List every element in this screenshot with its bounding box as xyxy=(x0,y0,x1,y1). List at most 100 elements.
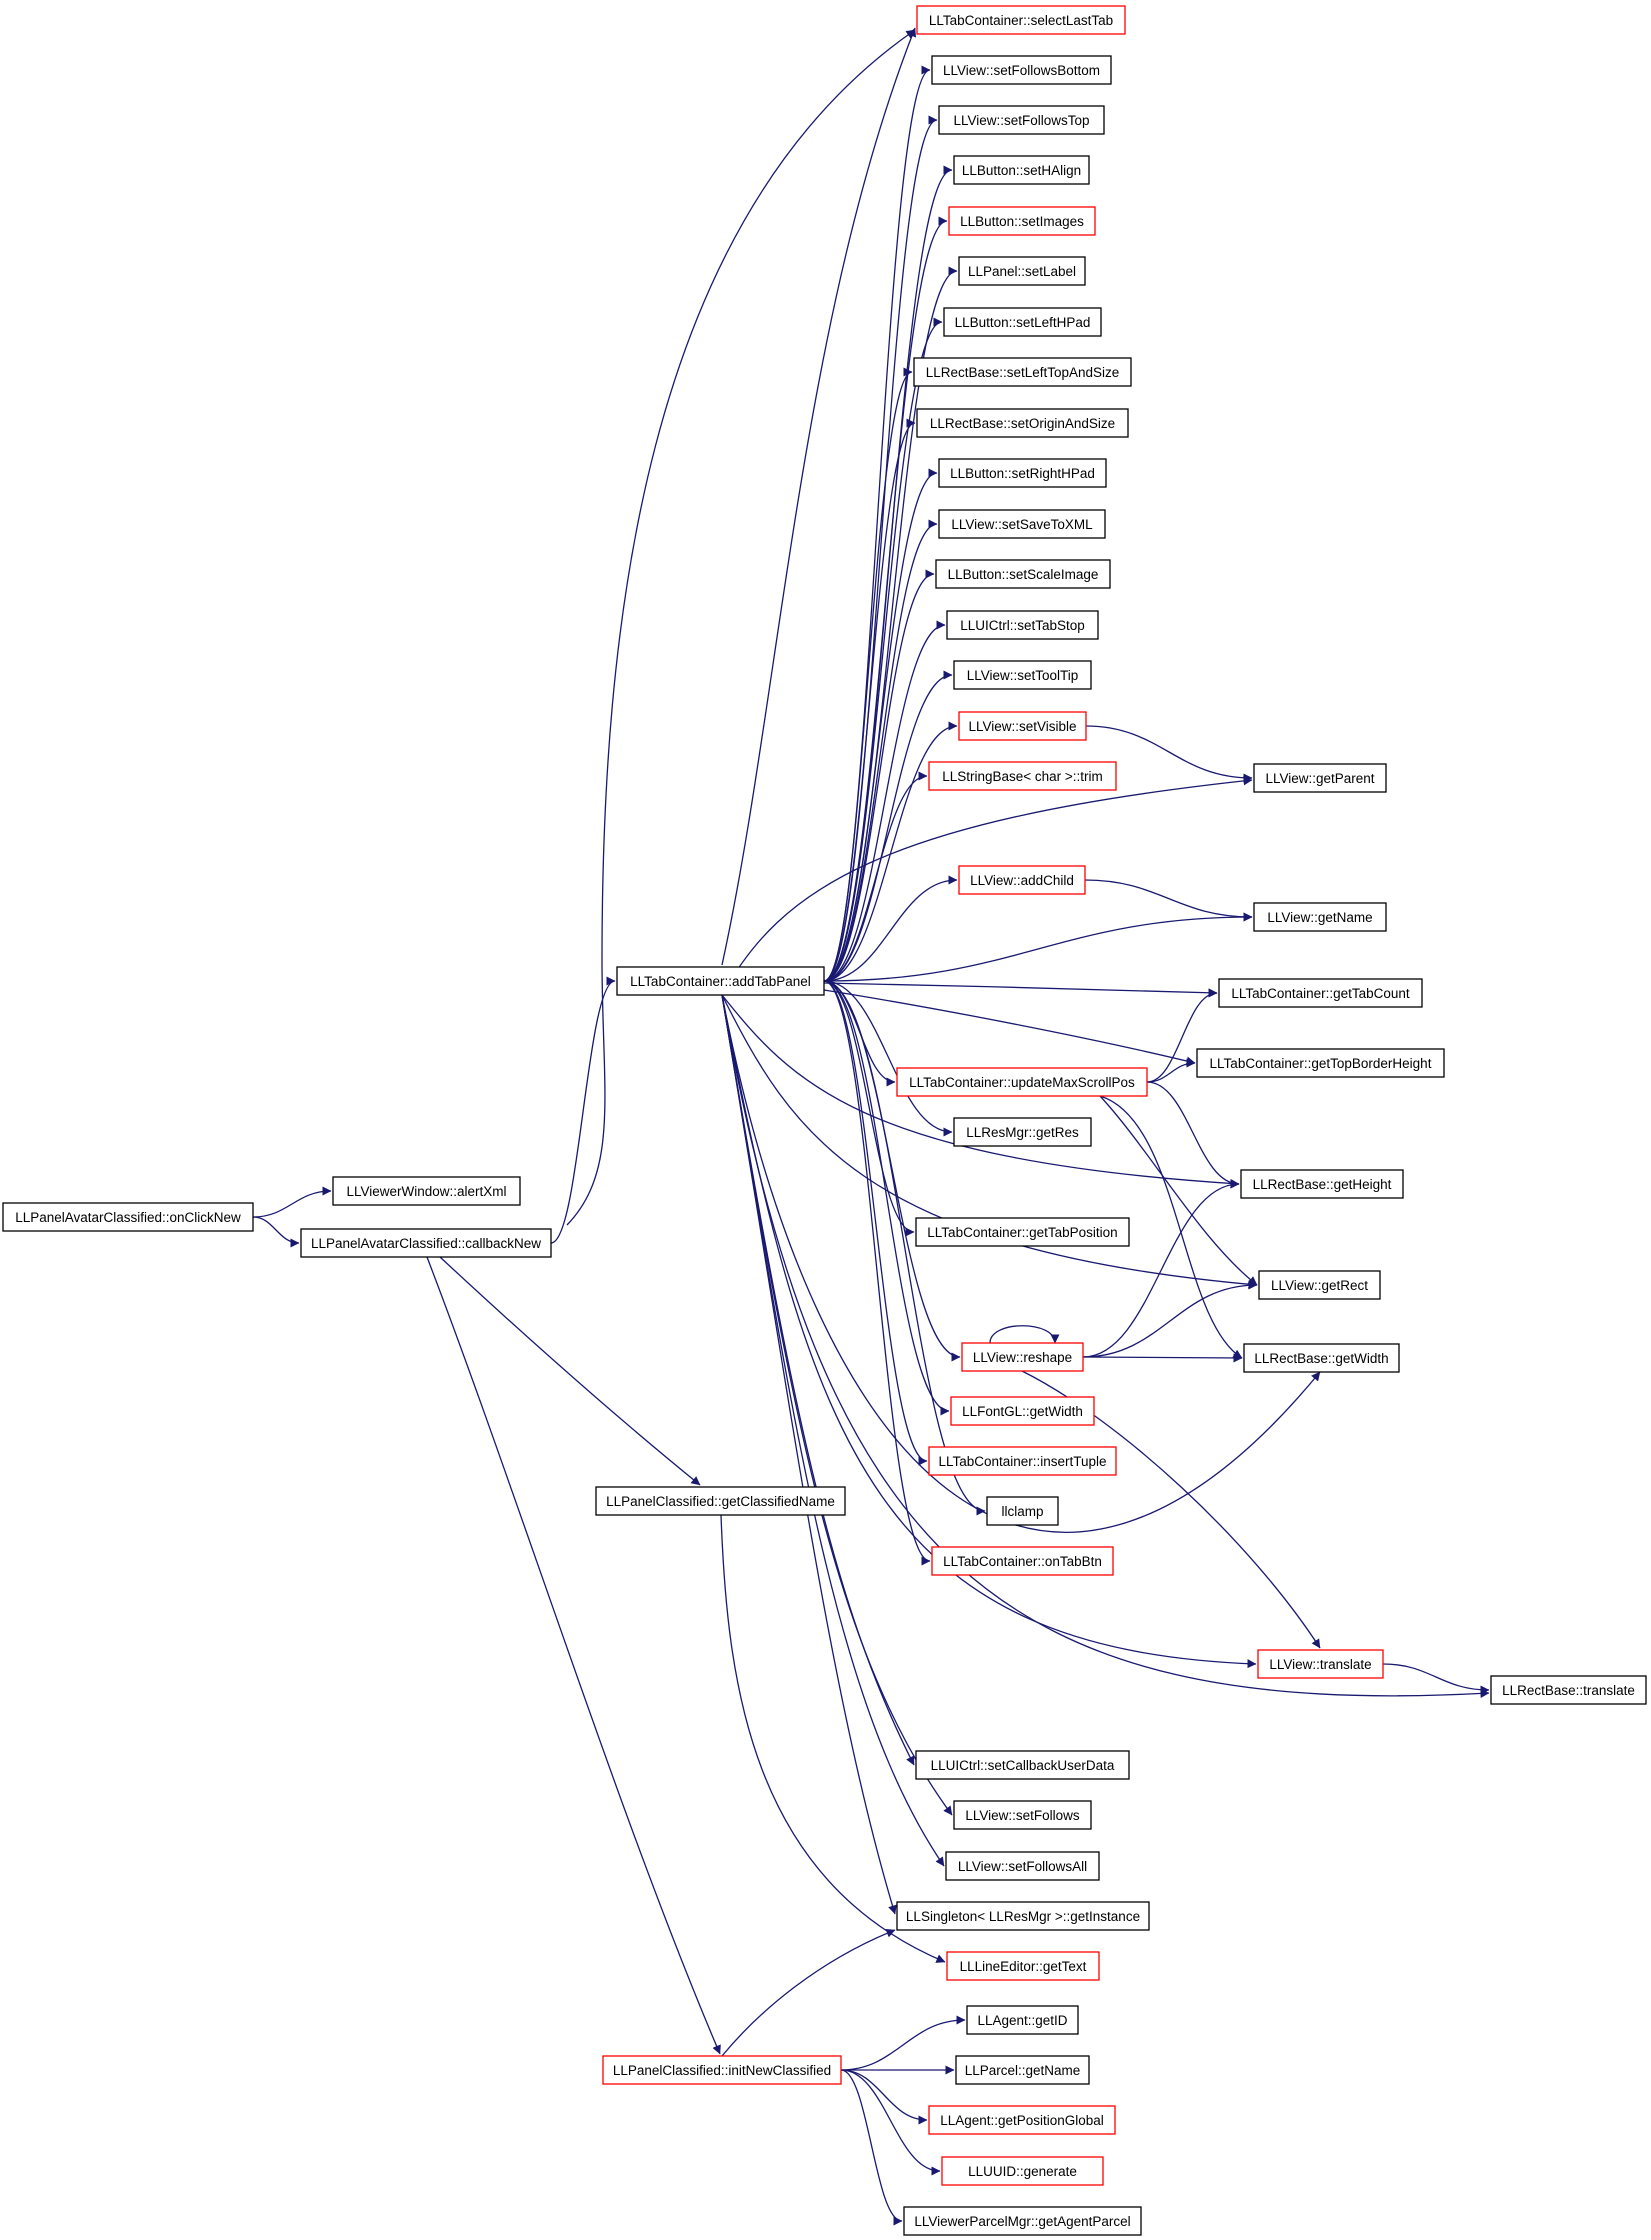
node-callbackNew[interactable]: LLPanelAvatarClassified::callbackNew xyxy=(300,1228,552,1258)
node-reshape[interactable]: LLView::reshape xyxy=(961,1342,1084,1372)
node-setToolTip[interactable]: LLView::setToolTip xyxy=(953,660,1092,690)
node-setOriginAndSize[interactable]: LLRectBase::setOriginAndSize xyxy=(916,408,1129,438)
node-box[interactable] xyxy=(938,105,1105,135)
node-box[interactable] xyxy=(953,1800,1092,1830)
node-setTabStop[interactable]: LLUICtrl::setTabStop xyxy=(946,610,1099,640)
node-box[interactable] xyxy=(1243,1343,1400,1373)
node-setHAlign[interactable]: LLButton::setHAlign xyxy=(953,155,1090,185)
node-box[interactable] xyxy=(916,408,1129,438)
node-box[interactable] xyxy=(938,509,1106,539)
node-getID[interactable]: LLAgent::getID xyxy=(966,2005,1079,2035)
node-box[interactable] xyxy=(915,1750,1130,1780)
node-box[interactable] xyxy=(938,458,1107,488)
node-getTopBorderHeight[interactable]: LLTabContainer::getTopBorderHeight xyxy=(1196,1048,1445,1078)
node-box[interactable] xyxy=(903,2206,1142,2236)
node-box[interactable] xyxy=(931,55,1112,85)
node-box[interactable] xyxy=(928,2105,1116,2135)
node-box[interactable] xyxy=(1240,1169,1404,1199)
node-getParent[interactable]: LLView::getParent xyxy=(1253,763,1387,793)
node-box[interactable] xyxy=(2,1202,254,1232)
node-fontGetWidth[interactable]: LLFontGL::getWidth xyxy=(950,1396,1095,1426)
node-box[interactable] xyxy=(946,610,1099,640)
node-setCallbackUserData[interactable]: LLUICtrl::setCallbackUserData xyxy=(915,1750,1130,1780)
node-onClickNew[interactable]: LLPanelAvatarClassified::onClickNew xyxy=(2,1202,254,1232)
node-setLeftHPad[interactable]: LLButton::setLeftHPad xyxy=(943,307,1102,337)
node-box[interactable] xyxy=(1196,1048,1445,1078)
node-setFollows[interactable]: LLView::setFollows xyxy=(953,1800,1092,1830)
node-box[interactable] xyxy=(966,2005,1079,2035)
node-box[interactable] xyxy=(1258,1270,1381,1300)
node-trim[interactable]: LLStringBase< char >::trim xyxy=(928,761,1117,791)
node-box[interactable] xyxy=(332,1176,521,1206)
node-parcelGetName[interactable]: LLParcel::getName xyxy=(955,2055,1090,2085)
node-box[interactable] xyxy=(953,1117,1092,1147)
node-box[interactable] xyxy=(986,1496,1059,1526)
node-box[interactable] xyxy=(958,865,1086,895)
node-rectGetWidth[interactable]: LLRectBase::getWidth xyxy=(1243,1343,1400,1373)
node-addTabPanel[interactable]: LLTabContainer::addTabPanel xyxy=(616,966,825,996)
node-selectLastTab[interactable]: LLTabContainer::selectLastTab xyxy=(916,5,1126,35)
node-box[interactable] xyxy=(896,1067,1148,1097)
node-getAgentParcel[interactable]: LLViewerParcelMgr::getAgentParcel xyxy=(903,2206,1142,2236)
node-box[interactable] xyxy=(1253,902,1387,932)
node-setVisible[interactable]: LLView::setVisible xyxy=(958,711,1087,741)
node-box[interactable] xyxy=(928,1446,1117,1476)
node-box[interactable] xyxy=(941,2156,1104,2186)
node-getRect[interactable]: LLView::getRect xyxy=(1258,1270,1381,1300)
node-box[interactable] xyxy=(595,1486,846,1516)
node-box[interactable] xyxy=(961,1342,1084,1372)
node-setFollowsBottom[interactable]: LLView::setFollowsBottom xyxy=(931,55,1112,85)
node-box[interactable] xyxy=(915,1217,1130,1247)
node-box[interactable] xyxy=(1253,763,1387,793)
node-getInstance[interactable]: LLSingleton< LLResMgr >::getInstance xyxy=(896,1901,1150,1931)
node-setRightHPad[interactable]: LLButton::setRightHPad xyxy=(938,458,1107,488)
node-rectTranslate[interactable]: LLRectBase::translate xyxy=(1490,1675,1647,1705)
node-box[interactable] xyxy=(943,307,1102,337)
node-box[interactable] xyxy=(913,357,1132,387)
node-addChild[interactable]: LLView::addChild xyxy=(958,865,1086,895)
node-box[interactable] xyxy=(948,206,1096,236)
node-setSaveToXML[interactable]: LLView::setSaveToXML xyxy=(938,509,1106,539)
node-box[interactable] xyxy=(931,1546,1114,1576)
node-llclamp[interactable]: llclamp xyxy=(986,1496,1059,1526)
node-initNewClassified[interactable]: LLPanelClassified::initNewClassified xyxy=(602,2055,842,2085)
node-setFollowsTop[interactable]: LLView::setFollowsTop xyxy=(938,105,1105,135)
node-box[interactable] xyxy=(616,966,825,996)
node-box[interactable] xyxy=(953,155,1090,185)
node-box[interactable] xyxy=(935,559,1111,589)
node-box[interactable] xyxy=(928,761,1117,791)
node-box[interactable] xyxy=(1257,1649,1384,1679)
node-getTabCount[interactable]: LLTabContainer::getTabCount xyxy=(1218,978,1423,1008)
node-getTabPosition[interactable]: LLTabContainer::getTabPosition xyxy=(915,1217,1130,1247)
node-box[interactable] xyxy=(958,711,1087,741)
node-box[interactable] xyxy=(602,2055,842,2085)
node-insertTuple[interactable]: LLTabContainer::insertTuple xyxy=(928,1446,1117,1476)
node-box[interactable] xyxy=(945,1851,1100,1881)
node-box[interactable] xyxy=(896,1901,1150,1931)
node-setScaleImage[interactable]: LLButton::setScaleImage xyxy=(935,559,1111,589)
node-getHeight[interactable]: LLRectBase::getHeight xyxy=(1240,1169,1404,1199)
node-box[interactable] xyxy=(955,2055,1090,2085)
node-onTabBtn[interactable]: LLTabContainer::onTabBtn xyxy=(931,1546,1114,1576)
node-box[interactable] xyxy=(1490,1675,1647,1705)
node-box[interactable] xyxy=(946,1951,1100,1981)
node-alertXml[interactable]: LLViewerWindow::alertXml xyxy=(332,1176,521,1206)
node-setLeftTopAndSize[interactable]: LLRectBase::setLeftTopAndSize xyxy=(913,357,1132,387)
node-getPositionGlobal[interactable]: LLAgent::getPositionGlobal xyxy=(928,2105,1116,2135)
node-box[interactable] xyxy=(958,256,1086,286)
node-setFollowsAll[interactable]: LLView::setFollowsAll xyxy=(945,1851,1100,1881)
node-getRes[interactable]: LLResMgr::getRes xyxy=(953,1117,1092,1147)
node-box[interactable] xyxy=(950,1396,1095,1426)
node-box[interactable] xyxy=(300,1228,552,1258)
node-getText[interactable]: LLLineEditor::getText xyxy=(946,1951,1100,1981)
node-viewGetName[interactable]: LLView::getName xyxy=(1253,902,1387,932)
node-viewTranslate[interactable]: LLView::translate xyxy=(1257,1649,1384,1679)
node-getClassifiedName[interactable]: LLPanelClassified::getClassifiedName xyxy=(595,1486,846,1516)
node-box[interactable] xyxy=(1218,978,1423,1008)
node-box[interactable] xyxy=(916,5,1126,35)
node-setLabel[interactable]: LLPanel::setLabel xyxy=(958,256,1086,286)
node-updateMaxScrollPos[interactable]: LLTabContainer::updateMaxScrollPos xyxy=(896,1067,1148,1097)
node-box[interactable] xyxy=(953,660,1092,690)
node-setImages[interactable]: LLButton::setImages xyxy=(948,206,1096,236)
node-generate[interactable]: LLUUID::generate xyxy=(941,2156,1104,2186)
